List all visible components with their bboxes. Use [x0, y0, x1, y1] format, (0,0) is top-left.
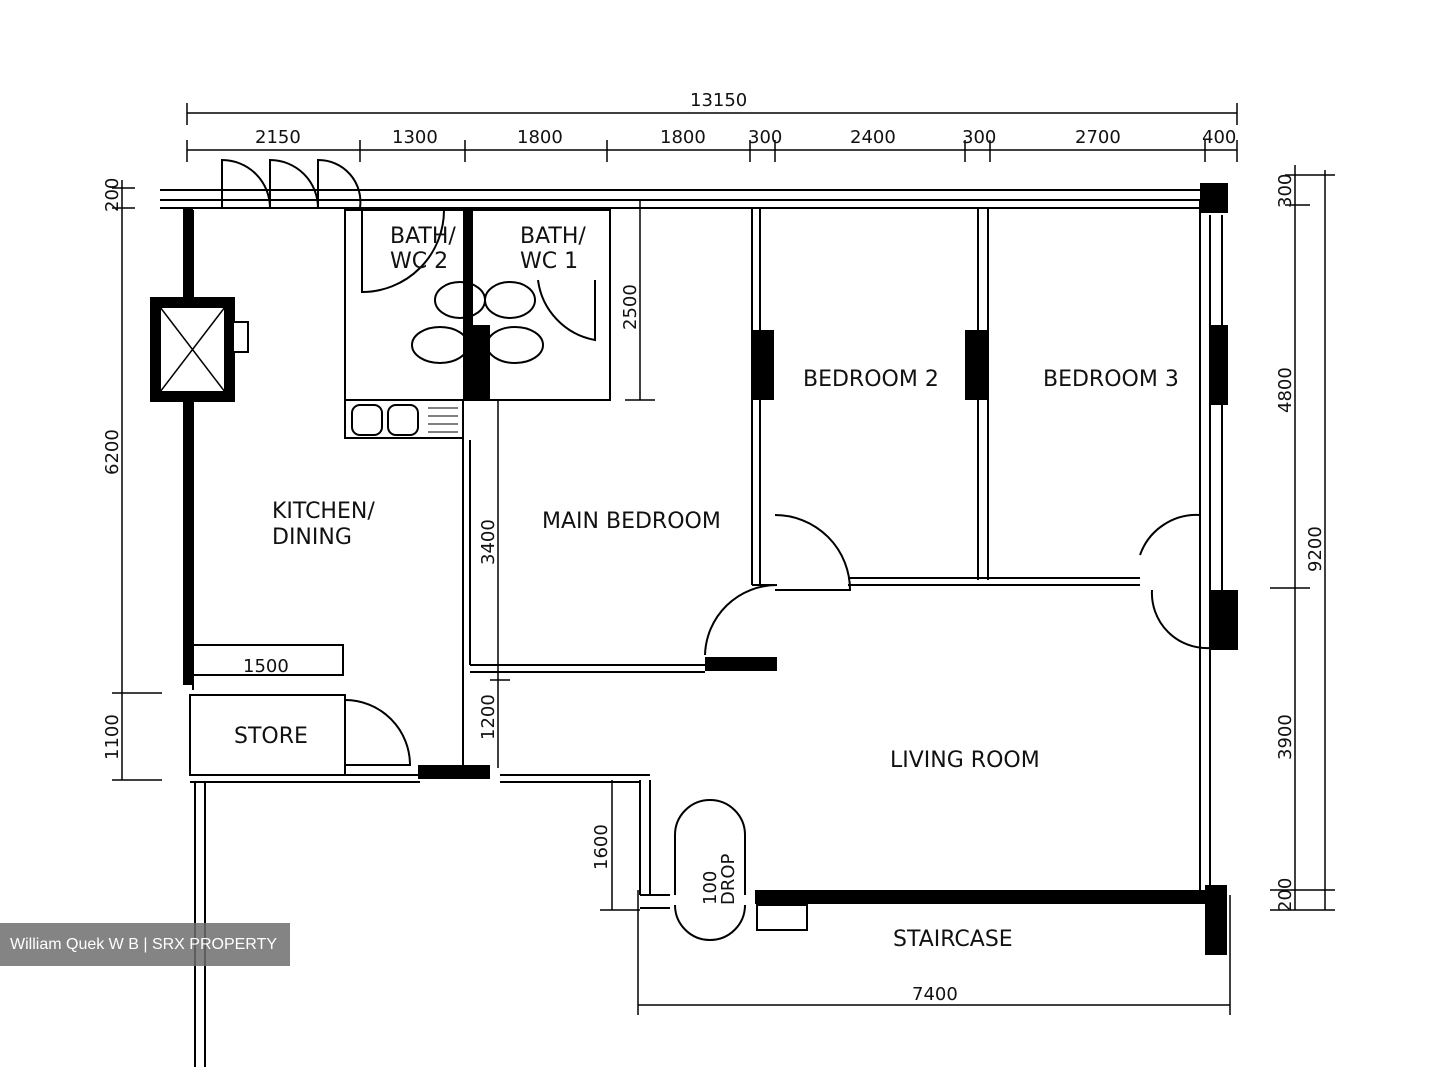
- walls: [150, 183, 1238, 1067]
- watermark: William Quek W B | SRX PROPERTY: [0, 923, 290, 966]
- bedroom-3-label: BEDROOM 3: [1043, 367, 1179, 392]
- dim-right-4800: 4800: [1275, 367, 1296, 413]
- dim-right-3900: 3900: [1275, 714, 1296, 760]
- dim-1200: 1200: [478, 694, 499, 740]
- dim-top-5: 300: [748, 127, 782, 148]
- bath-wc1-label: BATH/ WC 1: [520, 224, 593, 274]
- dim-right-300: 300: [1275, 174, 1296, 208]
- dim-left-1100: 1100: [102, 714, 123, 760]
- drop-label: 100 DROP: [700, 853, 739, 905]
- dim-overall-width: 13150: [690, 90, 747, 111]
- bedroom-2-label: BEDROOM 2: [803, 367, 939, 392]
- dim-2500: 2500: [620, 284, 641, 330]
- dim-top-9: 400: [1202, 127, 1236, 148]
- dim-1600: 1600: [591, 824, 612, 870]
- dim-left-6200: 6200: [102, 429, 123, 475]
- dim-top-2: 1300: [392, 127, 438, 148]
- dim-top-6: 2400: [850, 127, 896, 148]
- dimension-lines: [112, 103, 1335, 1015]
- dim-top-8: 2700: [1075, 127, 1121, 148]
- dim-3400: 3400: [478, 519, 499, 565]
- living-room-label: LIVING ROOM: [890, 748, 1040, 773]
- dim-right-200: 200: [1275, 878, 1296, 912]
- store-label: STORE: [234, 724, 308, 749]
- dim-bottom-7400: 7400: [912, 984, 958, 1005]
- dim-top-1: 2150: [255, 127, 301, 148]
- dim-top-3: 1800: [517, 127, 563, 148]
- kitchen-dining-label: KITCHEN/ DINING: [272, 499, 382, 550]
- dim-left-200: 200: [102, 178, 123, 212]
- main-bedroom-label: MAIN BEDROOM: [542, 509, 721, 534]
- staircase-label: STAIRCASE: [893, 927, 1013, 952]
- door-swings: [221, 158, 1211, 941]
- dim-top-4: 1800: [660, 127, 706, 148]
- dim-right-9200: 9200: [1305, 526, 1326, 572]
- bath-wc2-label: BATH/ WC 2: [390, 224, 463, 274]
- dim-kitchen-1500: 1500: [243, 656, 289, 677]
- dim-top-7: 300: [962, 127, 996, 148]
